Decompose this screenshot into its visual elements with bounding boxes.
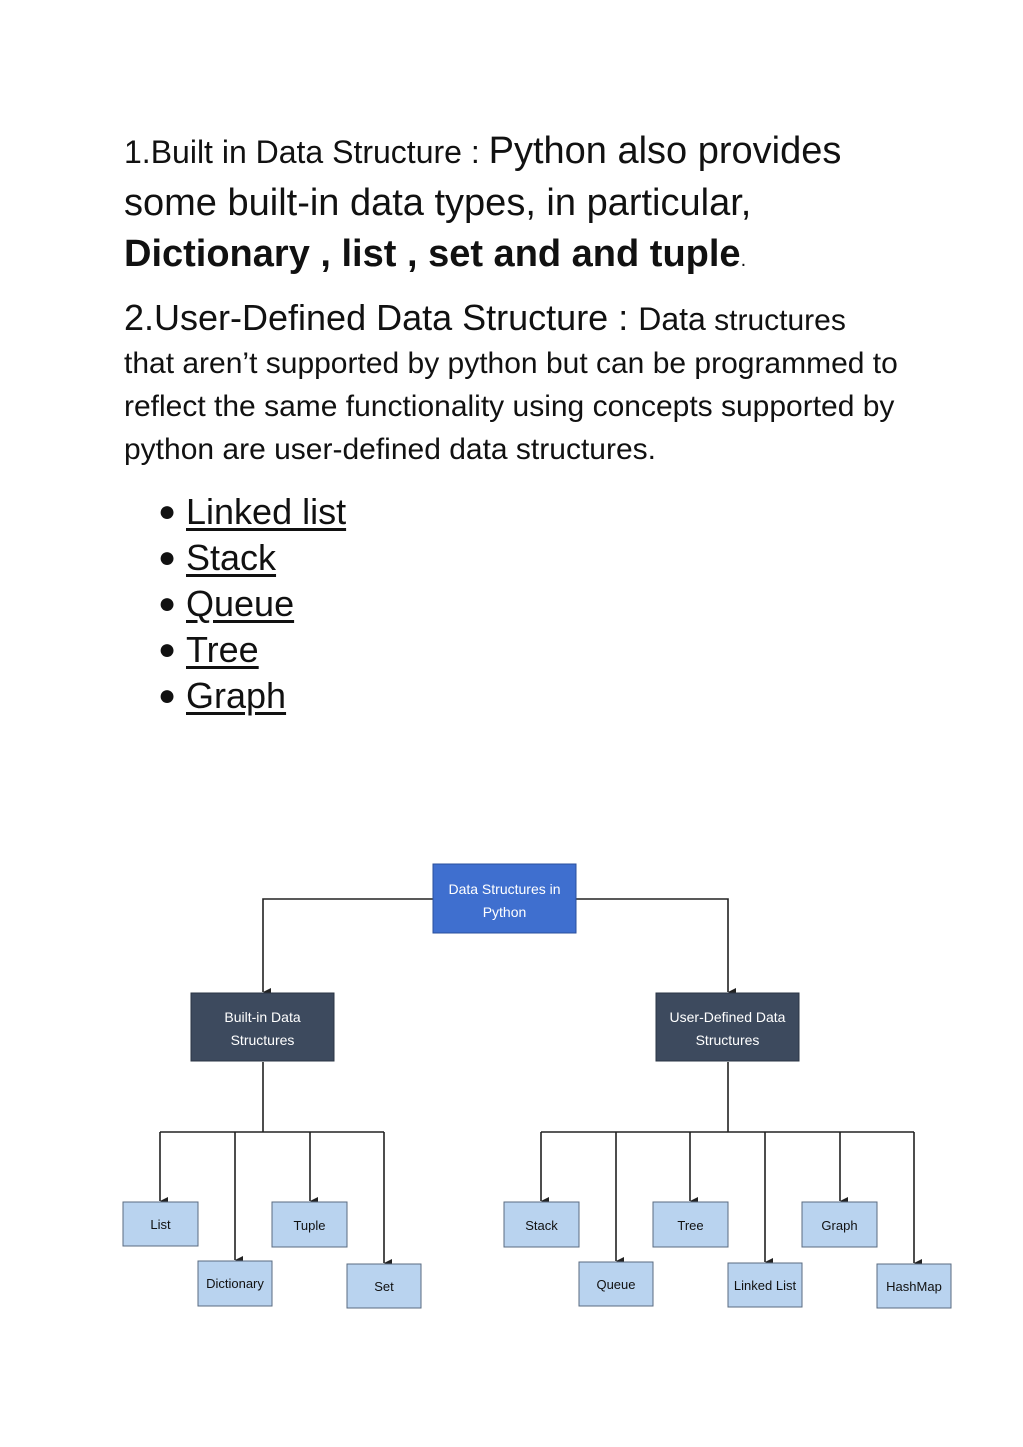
leaf-tree-label: Tree	[677, 1218, 703, 1233]
link-graph[interactable]: Graph	[186, 675, 287, 716]
list-item: ● Queue	[158, 581, 904, 627]
bullet-icon: ●	[158, 541, 177, 574]
leaf-queue-label: Queue	[596, 1277, 635, 1292]
link-tree[interactable]: Tree	[186, 629, 259, 670]
bullet-icon: ●	[158, 679, 177, 712]
leaf-dictionary: Dictionary	[197, 1260, 273, 1307]
node-root-line1: Data Structures in	[448, 881, 560, 897]
link-linked-list[interactable]: Linked list	[186, 491, 347, 532]
leaf-graph: Graph	[801, 1201, 878, 1248]
leaf-tree: Tree	[652, 1201, 729, 1248]
connector-root-builtin	[262, 898, 433, 996]
leaf-tuple-label: Tuple	[293, 1218, 325, 1233]
leaf-dictionary-label: Dictionary	[206, 1276, 264, 1291]
leaf-stack: Stack	[503, 1201, 580, 1248]
builtin-types-bold: Dictionary , list , set and and tuple	[124, 233, 741, 275]
node-userdefined: User-Defined Data Structures	[655, 992, 800, 1062]
list-item: ● Tree	[158, 627, 904, 673]
list-item: ● Stack	[158, 535, 904, 581]
bullet-icon: ●	[158, 495, 177, 528]
userdefined-text: structures that aren’t supported by pyth…	[124, 304, 898, 466]
leaf-hashmap: HashMap	[876, 1263, 952, 1309]
node-builtin-line1: Built-in Data	[224, 1009, 300, 1025]
leaf-list-label: List	[150, 1217, 171, 1232]
leaf-tuple: Tuple	[271, 1201, 348, 1248]
leaf-hashmap-label: HashMap	[886, 1279, 942, 1294]
paragraph-userdefined: 2.User-Defined Data Structure : Data str…	[124, 296, 904, 471]
leaf-set: Set	[346, 1263, 422, 1309]
list-item: ● Linked list	[158, 489, 904, 535]
leaf-set-label: Set	[374, 1279, 394, 1294]
link-stack[interactable]: Stack	[186, 537, 277, 578]
diagram-connectors	[159, 898, 922, 1267]
node-builtin-line2: Structures	[231, 1032, 295, 1048]
leaf-linked-list: Linked List	[727, 1262, 803, 1308]
leaf-stack-label: Stack	[525, 1218, 558, 1233]
userdefined-data-word: Data	[638, 301, 706, 337]
userdefined-link-list: ● Linked list ● Stack ● Queue ● Tree ● Graph	[124, 489, 904, 719]
list-item: ● Graph	[158, 673, 904, 719]
node-root-line2: Python	[483, 904, 527, 920]
leaf-queue: Queue	[578, 1261, 654, 1307]
userdefined-heading: 2.User-Defined Data Structure :	[124, 297, 639, 338]
connector-root-userdefined	[576, 898, 736, 996]
bullet-icon: ●	[158, 587, 177, 620]
node-builtin: Built-in Data Structures	[190, 992, 335, 1062]
link-queue[interactable]: Queue	[186, 583, 295, 624]
paragraph-builtin: 1.Built in Data Structure : Python also …	[124, 126, 904, 286]
document-body: 1.Built in Data Structure : Python also …	[124, 126, 904, 719]
node-userdefined-line2: Structures	[696, 1032, 760, 1048]
leaf-linked-list-label: Linked List	[734, 1278, 797, 1293]
leaf-graph-label: Graph	[821, 1218, 857, 1233]
leaf-list: List	[122, 1201, 199, 1247]
node-userdefined-line1: User-Defined Data	[670, 1009, 786, 1025]
builtin-heading: 1.Built in Data Structure :	[124, 134, 489, 170]
diagram-svg: Data Structures in Python Built-in Data …	[122, 863, 952, 1309]
builtin-text: Python also provides some built-in data …	[124, 130, 842, 224]
bullet-icon: ●	[158, 633, 177, 666]
node-root: Data Structures in Python	[432, 863, 577, 934]
data-structures-diagram: Data Structures in Python Built-in Data …	[0, 850, 1023, 1330]
builtin-period: .	[740, 249, 747, 271]
